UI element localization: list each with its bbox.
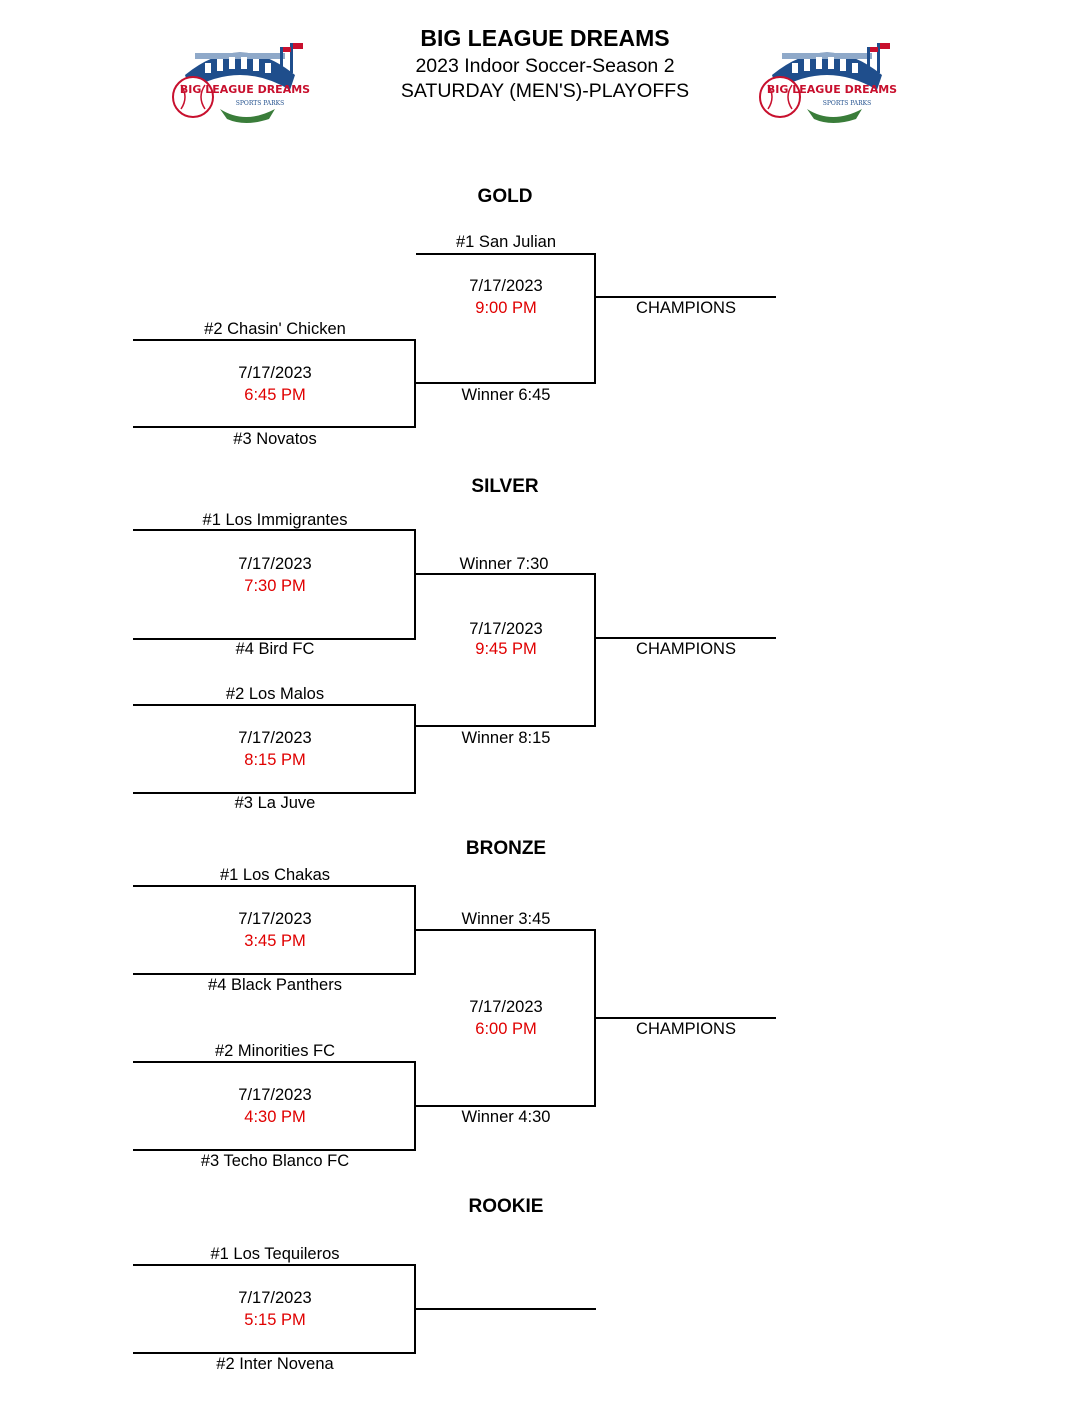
bronze-champ-line xyxy=(596,1017,776,1019)
rookie-time: 5:15 PM xyxy=(244,1311,306,1329)
rookie-vertical xyxy=(414,1264,416,1354)
bronze-s2-date: 7/17/2023 xyxy=(238,1086,312,1104)
rookie-bottom: #2 Inter Novena xyxy=(216,1355,334,1373)
rookie-bottom-line xyxy=(133,1352,416,1354)
bronze-s1-bottom: #4 Black Panthers xyxy=(208,976,342,994)
bronze-s1-top: #1 Los Chakas xyxy=(219,866,331,884)
gold-semi-vertical xyxy=(414,339,416,428)
gold-champ-line xyxy=(596,296,776,298)
bronze-s1-time: 3:45 PM xyxy=(244,932,306,950)
bronze-s2-top: #2 Minorities FC xyxy=(214,1042,336,1060)
bronze-s2-winner: Winner 4:30 xyxy=(461,1108,551,1126)
silver-s1-winner-line xyxy=(416,573,596,575)
gold-semi-top: #2 Chasin' Chicken xyxy=(204,320,346,338)
bronze-final-vertical xyxy=(594,929,596,1107)
gold-semi-top-line xyxy=(133,339,416,341)
silver-s1-bottom-line xyxy=(133,638,416,640)
silver-s1-vertical xyxy=(414,529,416,640)
bronze-final-date: 7/17/2023 xyxy=(469,998,543,1016)
silver-final-vertical xyxy=(594,573,596,727)
bronze-final-time: 6:00 PM xyxy=(475,1020,537,1038)
silver-final-time: 9:45 PM xyxy=(475,640,537,658)
bronze-s2-bottom: #3 Techo Blanco FC xyxy=(200,1152,350,1170)
rookie-section-title: ROOKIE xyxy=(468,1196,544,1217)
gold-final-date: 7/17/2023 xyxy=(469,277,543,295)
bronze-s2-vertical xyxy=(414,1061,416,1151)
page-title: BIG LEAGUE DREAMS xyxy=(420,25,670,51)
rookie-winner-line xyxy=(416,1308,596,1310)
silver-s2-time: 8:15 PM xyxy=(244,751,306,769)
bronze-s1-top-line xyxy=(133,885,416,887)
rookie-top-line xyxy=(133,1264,416,1266)
gold-semi-bottom-line xyxy=(133,426,416,428)
silver-s1-top: #1 Los Immigrantes xyxy=(202,511,348,529)
bronze-s2-top-line xyxy=(133,1061,416,1063)
bronze-section-title: BRONZE xyxy=(465,838,547,859)
bronze-s1-date: 7/17/2023 xyxy=(238,910,312,928)
silver-s2-date: 7/17/2023 xyxy=(238,729,312,747)
silver-s1-top-line xyxy=(133,529,416,531)
gold-section-title: GOLD xyxy=(477,186,533,207)
division-title: SATURDAY (MEN'S)-PLAYOFFS xyxy=(400,80,690,102)
gold-winner-line xyxy=(416,382,596,384)
bronze-champions: CHAMPIONS xyxy=(636,1020,736,1038)
gold-semi-time: 6:45 PM xyxy=(244,386,306,404)
bronze-s2-winner-line xyxy=(416,1105,596,1107)
page-subtitle: 2023 Indoor Soccer-Season 2 xyxy=(415,55,675,77)
gold-champions: CHAMPIONS xyxy=(636,299,736,317)
silver-final-date: 7/17/2023 xyxy=(469,620,543,638)
svg-text:SPORTS PARKS: SPORTS PARKS xyxy=(823,100,871,107)
rookie-date: 7/17/2023 xyxy=(238,1289,312,1307)
silver-champions: CHAMPIONS xyxy=(636,640,736,658)
svg-text:BIG LEAGUE DREAMS: BIG LEAGUE DREAMS xyxy=(180,83,310,96)
svg-text:BIG LEAGUE DREAMS: BIG LEAGUE DREAMS xyxy=(767,83,897,96)
gold-semi-bottom: #3 Novatos xyxy=(233,430,317,448)
silver-section-title: SILVER xyxy=(471,476,539,497)
silver-s2-vertical xyxy=(414,704,416,794)
silver-champ-line xyxy=(596,637,776,639)
silver-s1-time: 7:30 PM xyxy=(244,577,306,595)
silver-s1-winner: Winner 7:30 xyxy=(459,555,549,573)
silver-s2-bottom-line xyxy=(133,792,416,794)
silver-s1-date: 7/17/2023 xyxy=(238,555,312,573)
bronze-s1-bottom-line xyxy=(133,973,416,975)
silver-s2-winner: Winner 8:15 xyxy=(461,729,551,747)
gold-final-vertical xyxy=(594,253,596,384)
gold-final-time: 9:00 PM xyxy=(475,299,537,317)
silver-s1-bottom: #4 Bird FC xyxy=(235,640,315,658)
rookie-top: #1 Los Tequileros xyxy=(210,1245,340,1263)
big-league-dreams-logo-left: BIG LEAGUE DREAMS SPORTS PARKS xyxy=(172,43,310,123)
bronze-s2-time: 4:30 PM xyxy=(244,1108,306,1126)
silver-s2-top: #2 Los Malos xyxy=(225,685,325,703)
gold-seed1: #1 San Julian xyxy=(456,233,556,251)
gold-final-top-line xyxy=(416,253,596,255)
bronze-s2-bottom-line xyxy=(133,1149,416,1151)
gold-winner: Winner 6:45 xyxy=(461,386,551,404)
bronze-s1-winner-line xyxy=(416,929,596,931)
silver-s2-winner-line xyxy=(416,725,596,727)
svg-text:SPORTS PARKS: SPORTS PARKS xyxy=(236,100,284,107)
gold-semi-date: 7/17/2023 xyxy=(238,364,312,382)
bronze-s1-winner: Winner 3:45 xyxy=(461,910,551,928)
big-league-dreams-logo-right: BIG LEAGUE DREAMS SPORTS PARKS xyxy=(759,43,897,123)
bronze-s1-vertical xyxy=(414,885,416,975)
silver-s2-bottom: #3 La Juve xyxy=(234,794,316,812)
silver-s2-top-line xyxy=(133,704,416,706)
